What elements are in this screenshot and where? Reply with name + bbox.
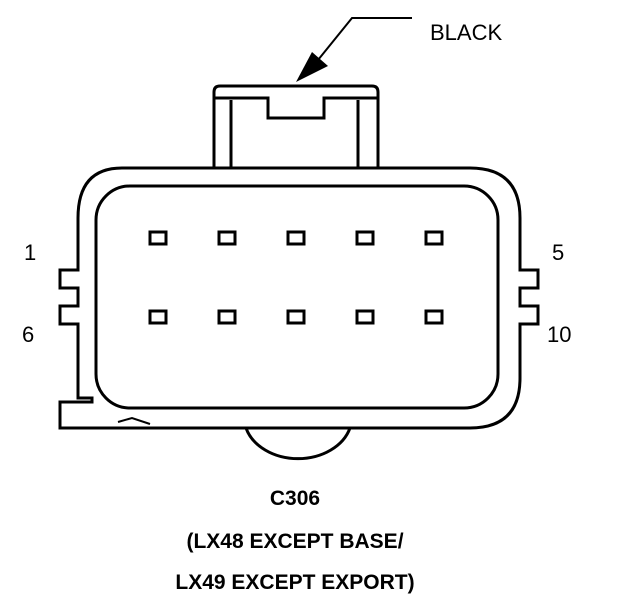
pin-label-1: 1 — [24, 240, 36, 265]
bottom-key — [244, 427, 352, 461]
pin-terminal-2 — [217, 230, 237, 246]
pin-cavity — [94, 184, 500, 410]
caption-line-3: LX49 EXCEPT EXPORT) — [175, 571, 414, 594]
pin-label-10: 10 — [547, 322, 571, 347]
pin-terminal-4 — [355, 230, 375, 246]
connector-housing — [58, 166, 540, 430]
latch-detail — [117, 416, 151, 425]
callout-leader — [296, 17, 412, 82]
pin-terminal-5 — [424, 230, 444, 246]
color-label: BLACK — [430, 20, 502, 45]
pin-label-5: 5 — [552, 240, 564, 265]
pin-terminal-7 — [217, 309, 237, 325]
pin-terminal-9 — [355, 309, 375, 325]
pin-terminal-10 — [424, 309, 444, 325]
pin-grid — [148, 230, 444, 325]
locking-tab — [212, 84, 380, 168]
pin-terminal-1 — [148, 230, 168, 246]
pin-terminal-6 — [148, 309, 168, 325]
connector-id: C306 — [270, 487, 320, 510]
caption-line-2: (LX48 EXCEPT BASE/ — [186, 530, 403, 553]
pin-terminal-3 — [286, 230, 306, 246]
pin-label-6: 6 — [22, 322, 34, 347]
pin-terminal-8 — [286, 309, 306, 325]
